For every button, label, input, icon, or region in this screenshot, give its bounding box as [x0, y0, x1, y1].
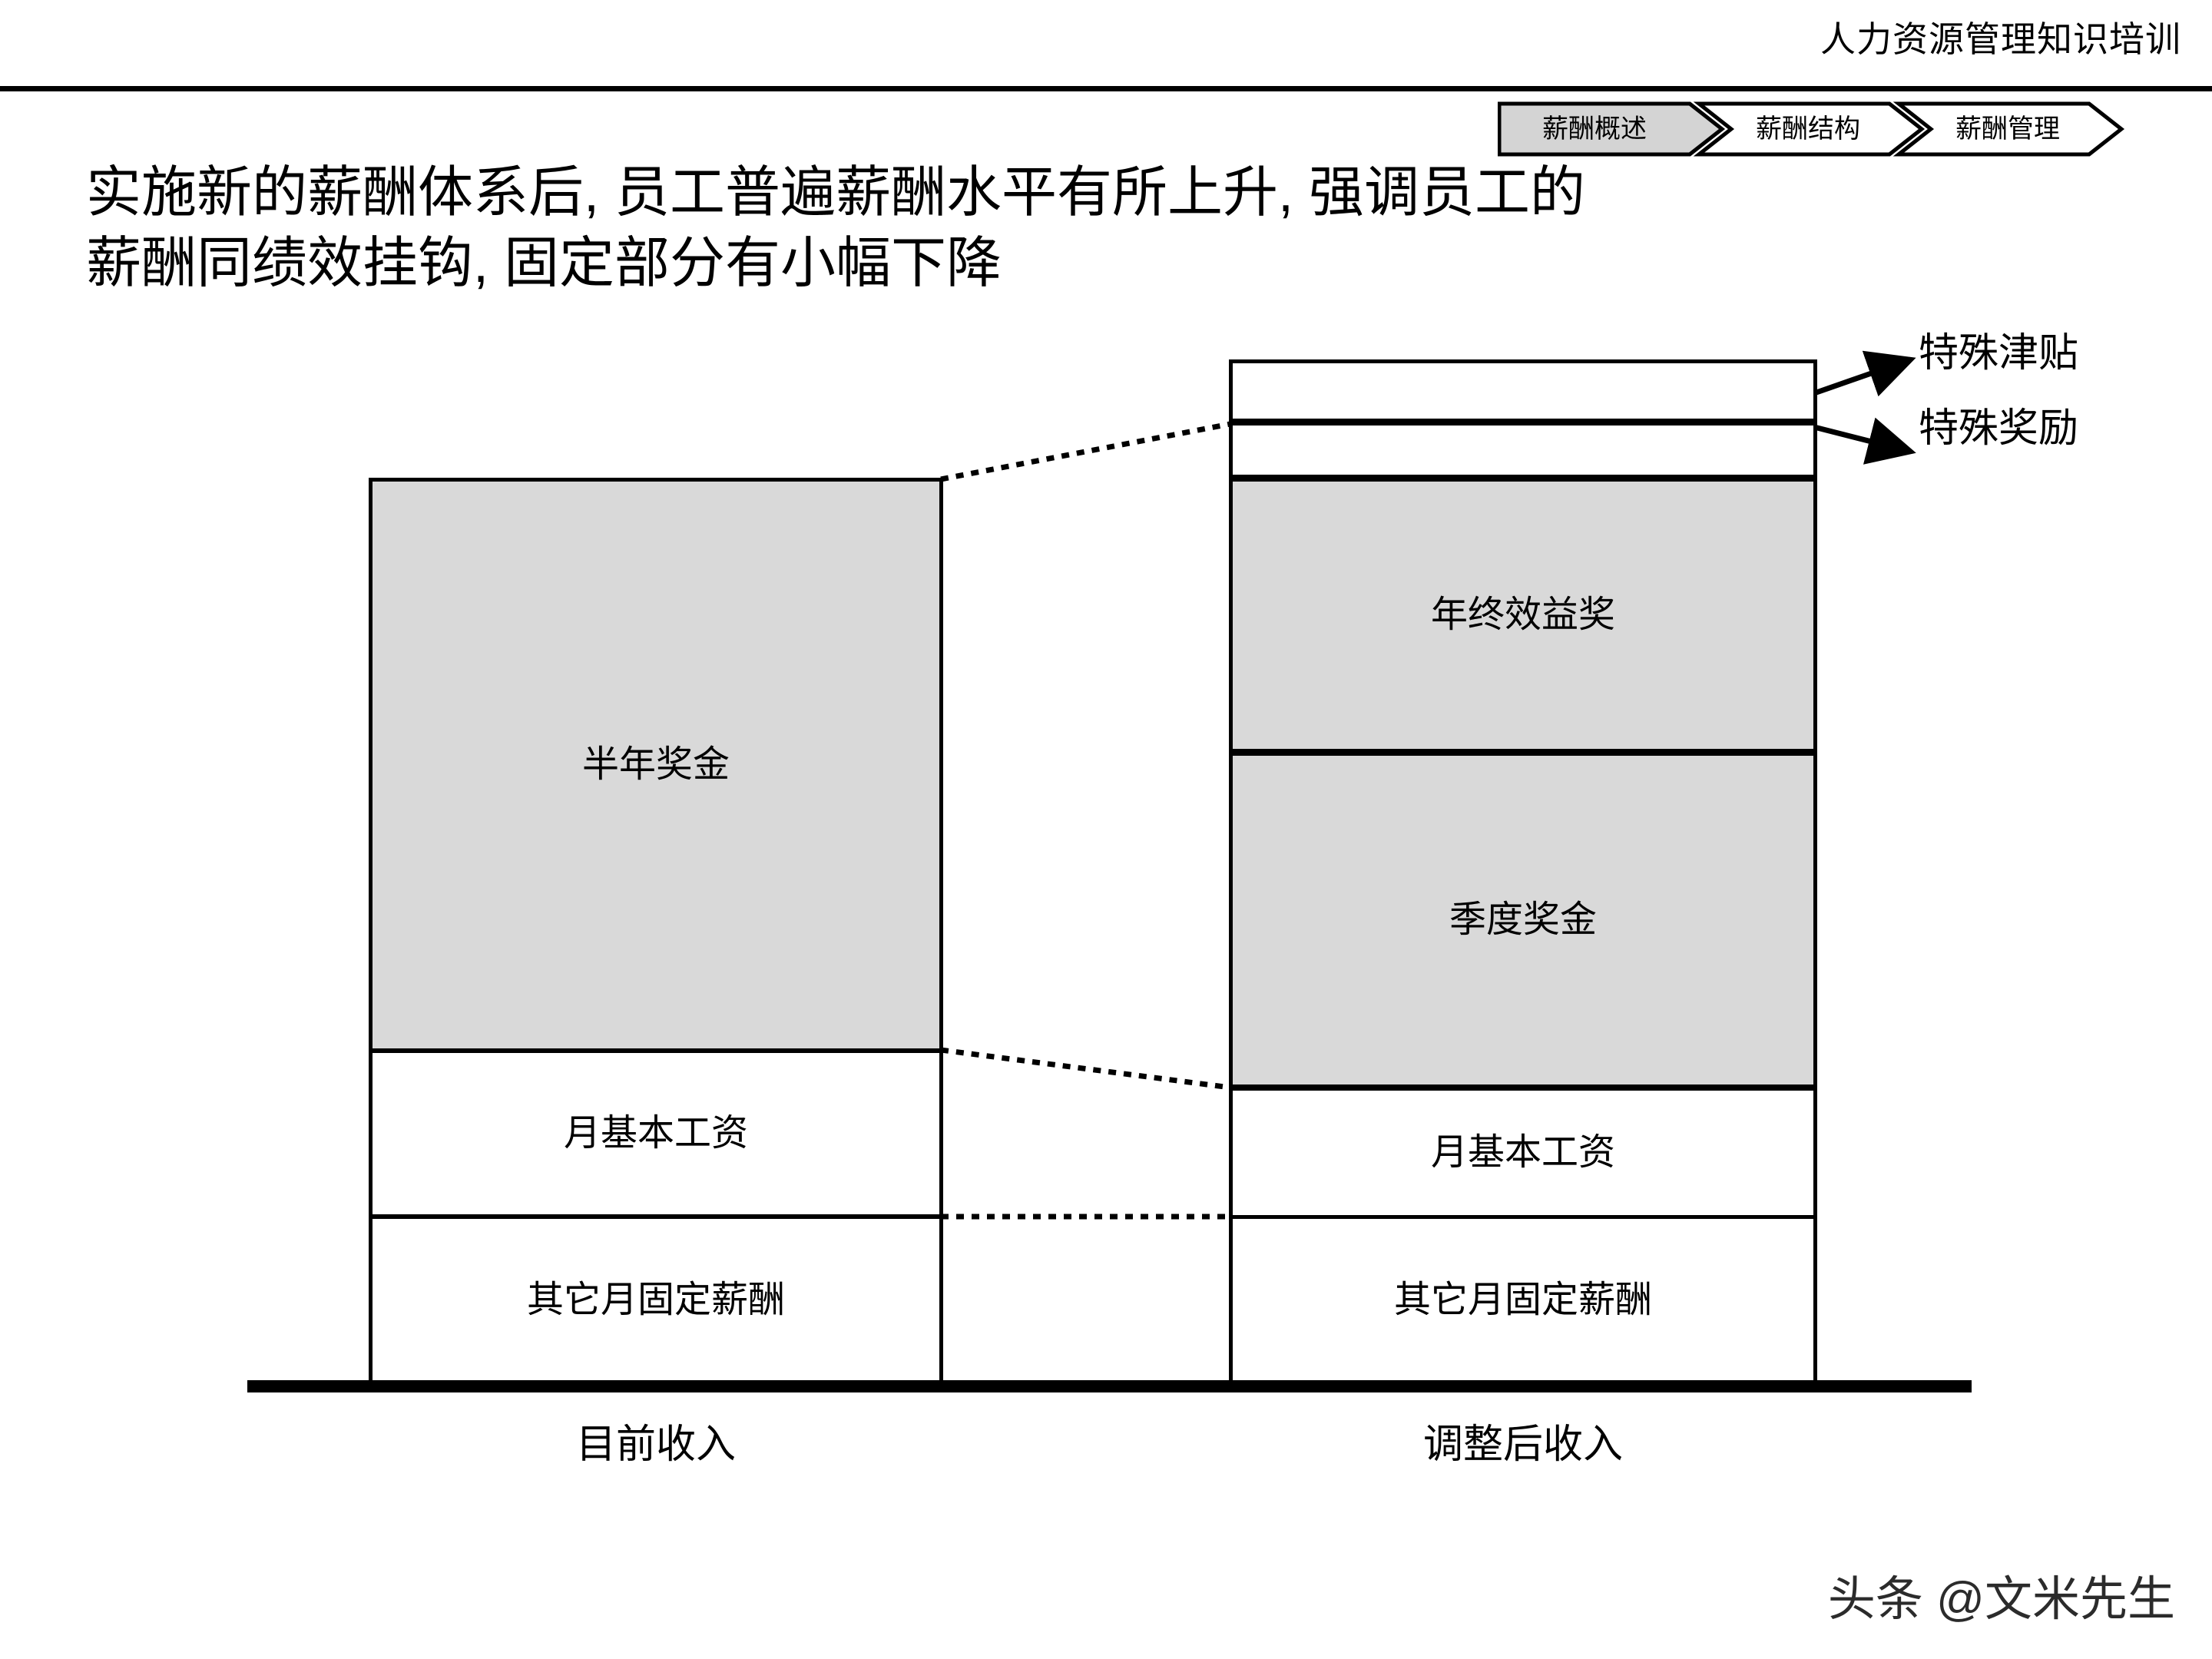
bar-segment-left-half-year-bonus-label: 半年奖金: [581, 744, 730, 785]
bar-segment-right-annual-performance-bonus[interactable]: 年终效益奖: [1229, 478, 1817, 753]
breadcrumb-item-1[interactable]: 薪酬概述: [1498, 101, 1726, 157]
bar-segment-right-other-fixed-pay-label: 其它月固定薪酬: [1393, 1280, 1652, 1320]
breadcrumb-item-2-label: 薪酬结构: [1756, 114, 1860, 144]
category-label-current-income: 目前收入: [575, 1422, 736, 1467]
breadcrumb-item-3-label: 薪酬管理: [1955, 114, 2060, 144]
bar-segment-left-monthly-base-salary[interactable]: 月基本工资: [369, 1049, 943, 1218]
breadcrumb: 薪酬概述 薪酬结构 薪酬管理: [1498, 101, 2174, 157]
callout-label-special-allowance: 特殊津贴: [1919, 331, 2079, 376]
extension-line-right-bar-left-edge: [1229, 359, 1233, 1386]
bar-segment-right-annual-performance-bonus-label: 年终效益奖: [1430, 594, 1615, 635]
bar-segment-left-monthly-base-salary-label: 月基本工资: [563, 1113, 748, 1154]
bar-segment-left-other-fixed-pay[interactable]: 其它月固定薪酬: [369, 1215, 943, 1386]
bar-segment-right-quarterly-bonus-label: 季度奖金: [1449, 899, 1597, 940]
page-title-line-1: 实施新的薪酬体系后, 员工普遍薪酬水平有所上升, 强调员工的: [86, 162, 1586, 224]
breadcrumb-item-2[interactable]: 薪酬结构: [1693, 101, 1926, 157]
bar-segment-right-monthly-base-salary[interactable]: 月基本工资: [1229, 1087, 1817, 1219]
extension-line-right-bar-right-edge: [1813, 359, 1817, 1386]
callout-arrow-special-reward: [1813, 417, 1916, 465]
bar-segment-right-special-allowance[interactable]: [1229, 359, 1817, 422]
connector-line-top: [940, 421, 1231, 482]
category-label-adjusted-income: 调整后收入: [1422, 1422, 1623, 1467]
breadcrumb-item-3[interactable]: 薪酬管理: [1892, 101, 2125, 157]
bar-segment-right-monthly-base-salary-label: 月基本工资: [1430, 1132, 1615, 1173]
extension-line-left-bar-right-edge: [939, 478, 943, 1386]
bar-segment-left-other-fixed-pay-label: 其它月固定薪酬: [526, 1280, 785, 1320]
breadcrumb-item-1-label: 薪酬概述: [1542, 114, 1647, 144]
bar-segment-left-half-year-bonus[interactable]: 半年奖金: [369, 478, 943, 1052]
callout-arrows: [1813, 350, 1916, 465]
bar-segment-right-other-fixed-pay[interactable]: 其它月固定薪酬: [1229, 1215, 1817, 1386]
header-divider-rule: [0, 86, 2212, 91]
watermark: 头条 @文米先生: [1827, 1573, 2175, 1626]
page-title-line-2: 薪酬同绩效挂钩, 固定部分有小幅下降: [86, 233, 1002, 295]
callout-arrow-special-allowance: [1813, 350, 1916, 397]
axis-baseline: [247, 1380, 1972, 1392]
bar-segment-right-special-reward[interactable]: [1229, 422, 1817, 478]
callout-label-special-reward: 特殊奖励: [1919, 406, 2079, 451]
page-title: 实施新的薪酬体系后, 员工普遍薪酬水平有所上升, 强调员工的 薪酬同绩效挂钩, …: [86, 157, 1868, 299]
connector-line-middle: [940, 1047, 1231, 1091]
page-header-title: 人力资源管理知识培训: [1820, 19, 2181, 59]
bar-segment-right-quarterly-bonus[interactable]: 季度奖金: [1229, 752, 1817, 1088]
